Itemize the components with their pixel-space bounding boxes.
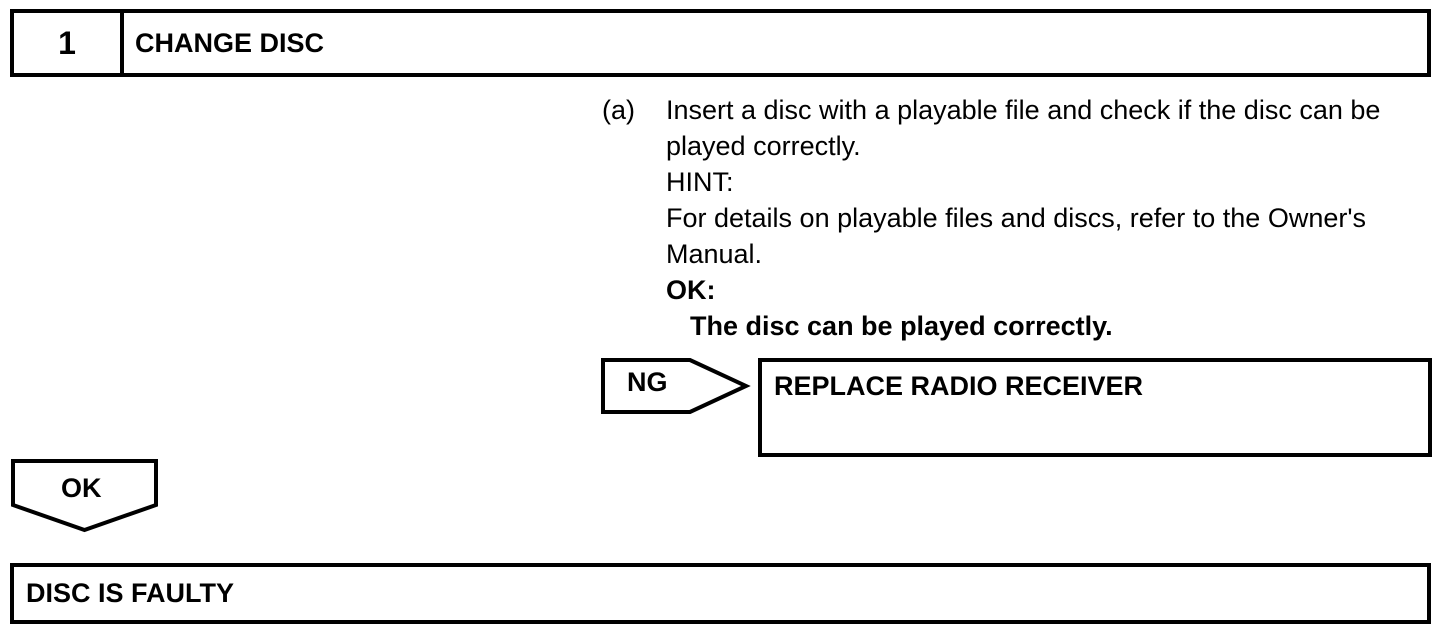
ok-arrow-icon (11, 459, 158, 533)
final-result-text: DISC IS FAULTY (26, 578, 235, 608)
ok-criteria-text: The disc can be played correctly. (690, 311, 1113, 341)
step-title: CHANGE DISC (135, 27, 325, 58)
instruction-item: (a) Insert a disc with a playable file a… (602, 92, 1432, 344)
ng-label: NG (627, 367, 668, 397)
final-result-box: DISC IS FAULTY (10, 563, 1431, 624)
ng-result-text: REPLACE RADIO RECEIVER (774, 371, 1144, 401)
step-header: 1 CHANGE DISC (10, 9, 1431, 77)
instruction-block: (a) Insert a disc with a playable file a… (602, 92, 1432, 344)
hint-label: HINT: (666, 167, 734, 197)
ng-result-box: REPLACE RADIO RECEIVER (758, 358, 1432, 457)
ng-arrow-icon (601, 358, 751, 414)
item-marker: (a) (602, 95, 635, 125)
ok-criteria-label: OK: (666, 275, 716, 305)
step-number: 1 (14, 13, 124, 73)
hint-text: For details on playable files and discs,… (666, 203, 1366, 269)
item-body: Insert a disc with a playable file and c… (666, 92, 1432, 344)
instruction-text: Insert a disc with a playable file and c… (666, 95, 1381, 161)
ok-arrow-label: OK (61, 473, 102, 503)
